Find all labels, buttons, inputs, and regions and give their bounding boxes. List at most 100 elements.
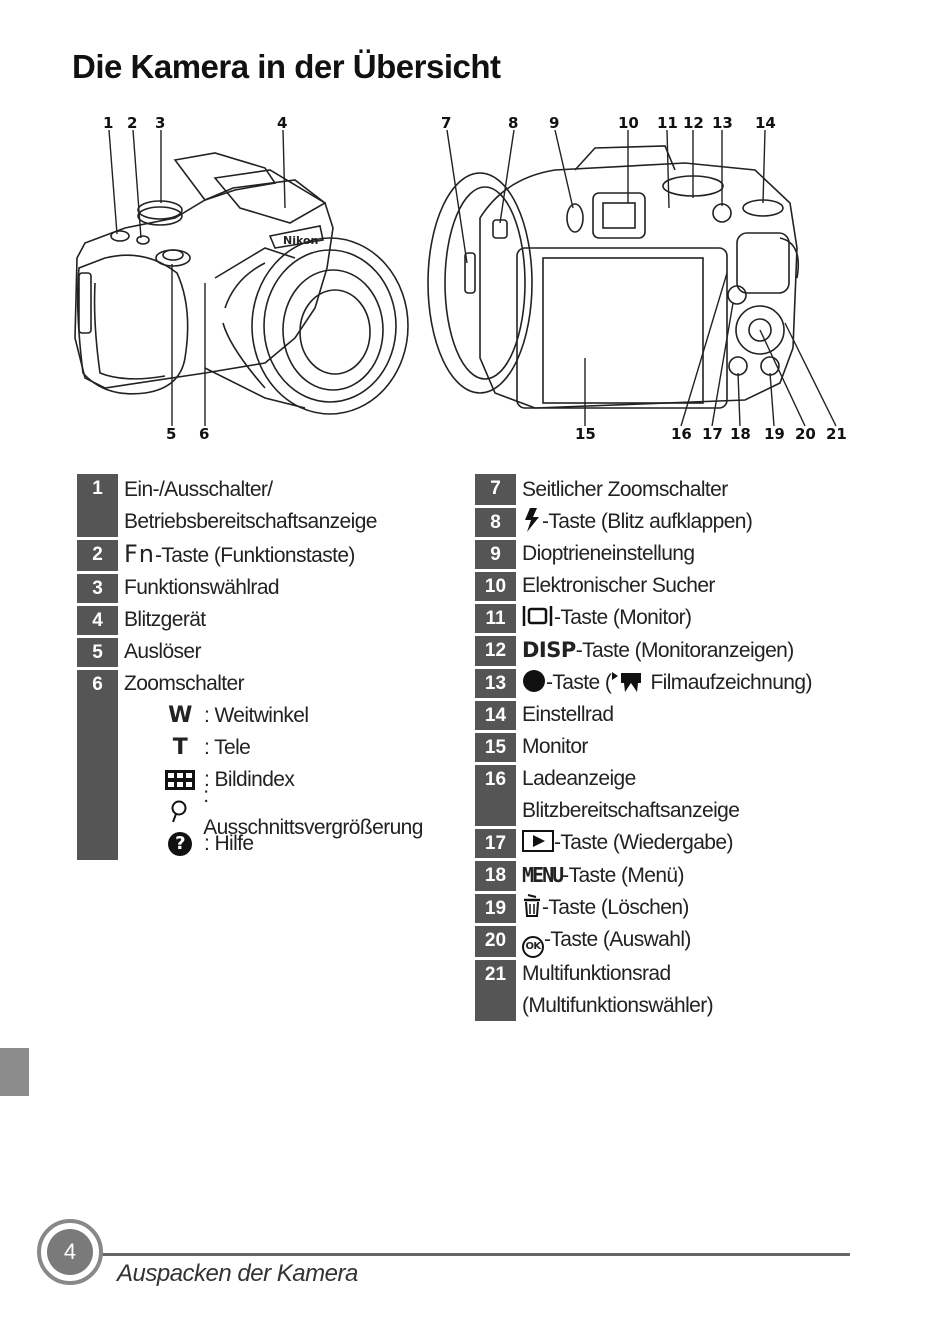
zoom-sub-item: : Ausschnittsvergrößerung [124,784,427,839]
legend-row: 2 Fn-Taste (Funktionstaste) [77,538,427,574]
footer-rule [100,1253,850,1256]
legend-text: -Taste (Monitor) [516,602,875,634]
legend-text: -Taste ( Filmaufzeichnung) [516,667,875,699]
legend-number: 16 [475,763,516,829]
trash-icon [524,894,540,917]
legend-row: 1 Ein-/Ausschalter/ Betriebsbereitschaft… [77,474,427,540]
legend-number: 17 [475,827,516,861]
legend-row: 4 Blitzgerät [77,604,427,638]
zoom-sub-item: T : Tele [124,732,427,764]
callout-9: 9 [549,114,559,132]
camera-back-figure: 7 8 9 10 11 12 13 14 15 16 17 18 19 20 2… [425,108,850,453]
legend-number: 5 [77,636,118,670]
legend-text: Seitlicher Zoomschalter [522,478,728,501]
callout-4: 4 [277,114,287,132]
legend-text: Zoomschalter W : Weitwinkel T : Tele : B… [118,668,427,861]
zoom-sub-item: W : Weitwinkel [124,700,427,732]
legend-text: -Taste (Löschen) [516,892,875,924]
movie-icon [612,672,642,692]
flash-icon [525,508,539,532]
callout-15: 15 [575,425,596,443]
nikon-logo: Nikon [283,234,318,247]
zoom-sub-item: : Bildindex [124,764,427,796]
callout-16: 16 [671,425,692,443]
monitor-icon [522,606,553,626]
legend-row: 9 Dioptrieneinstellung [475,538,875,572]
legend-number: 12 [475,634,516,669]
legend-left: 1 Ein-/Ausschalter/ Betriebsbereitschaft… [77,474,427,863]
callout-2: 2 [127,114,137,132]
callout-7: 7 [441,114,451,132]
fn-icon: Fn [124,540,156,568]
legend-number: 15 [475,731,516,765]
legend-text: OK-Taste (Auswahl) [516,924,875,958]
callout-1: 1 [103,114,113,132]
help-icon: ? [168,832,192,856]
legend-row: 3 Funktionswählrad [77,572,427,606]
legend-text: Funktionswählrad [124,576,280,599]
legend-text: Einstellrad [522,703,614,726]
legend-text: Auslöser [124,640,202,663]
legend-text: -Taste (Wiedergabe) [516,827,875,859]
camera-front-figure: Nikon 1 2 3 4 5 6 [65,108,415,453]
callout-19: 19 [764,425,785,443]
callout-3: 3 [155,114,165,132]
legend-number: 20 [475,924,516,960]
legend-row: 14 Einstellrad [475,699,875,733]
callout-12: 12 [683,114,704,132]
legend-text: MENU-Taste (Menü) [522,863,685,887]
callout-8: 8 [508,114,518,132]
callout-13: 13 [712,114,733,132]
legend-row: 6 Zoomschalter W : Weitwinkel T : Tele :… [77,668,427,863]
legend-text: Elektronischer Sucher [522,574,715,597]
legend-number: 14 [475,699,516,733]
callout-10: 10 [618,114,639,132]
legend-number: 3 [77,572,118,606]
legend-number: 6 [77,668,118,863]
legend-text: Blitzgerät [124,608,206,631]
legend-row: 13 -Taste ( Filmaufzeichnung) [475,667,875,701]
legend-text: Monitor [522,735,588,758]
legend-text: Fn-Taste (Funktionstaste) [124,540,355,568]
legend-number: 1 [77,474,118,540]
callout-21: 21 [826,425,847,443]
legend-text: -Taste (Blitz aufklappen) [516,506,875,538]
callout-14: 14 [755,114,776,132]
legend-number: 11 [475,602,516,636]
tele-icon: T [172,735,188,760]
legend-number: 13 [475,667,516,701]
callout-6: 6 [199,425,209,443]
callout-5: 5 [166,425,176,443]
page-number: 4 [47,1229,93,1275]
menu-icon: MENU [522,863,564,887]
legend-text: Multifunktionsrad (Multifunktionswähler) [522,962,714,1017]
legend-number: 21 [475,958,516,1024]
legend-row: 12 DISP-Taste (Monitoranzeigen) [475,634,875,669]
legend-row: 19 -Taste (Löschen) [475,892,875,926]
legend-text: Ein-/Ausschalter/ Betriebsbereitschaftsa… [124,478,377,533]
legend-row: 10 Elektronischer Sucher [475,570,875,604]
callout-20: 20 [795,425,816,443]
section-title: Auspacken der Kamera [117,1260,358,1287]
legend-right: 7 Seitlicher Zoomschalter 8 -Taste (Blit… [475,474,875,1024]
wide-icon: W [168,703,192,728]
disp-icon: DISP [522,638,576,662]
legend-row: 11 -Taste (Monitor) [475,602,875,636]
legend-number: 4 [77,604,118,638]
legend-row: 8 -Taste (Blitz aufklappen) [475,506,875,540]
callout-17: 17 [702,425,723,443]
camera-front-illustration: Nikon 1 2 3 4 5 6 [74,114,409,443]
legend-row: 20 OK-Taste (Auswahl) [475,924,875,960]
thumbnail-icon [165,770,195,790]
legend-number: 8 [475,506,516,540]
legend-text: DISP-Taste (Monitoranzeigen) [522,638,794,662]
page-title: Die Kamera in der Übersicht [72,48,501,85]
camera-back-illustration: 7 8 9 10 11 12 13 14 15 16 17 18 19 20 2… [427,114,847,443]
legend-text: Dioptrieneinstellung [522,542,695,565]
chapter-tab [0,1048,29,1096]
record-icon [523,670,545,692]
page-number-badge: 4 [37,1219,103,1285]
legend-row: 5 Auslöser [77,636,427,670]
callout-18: 18 [730,425,751,443]
legend-number: 7 [475,474,516,508]
